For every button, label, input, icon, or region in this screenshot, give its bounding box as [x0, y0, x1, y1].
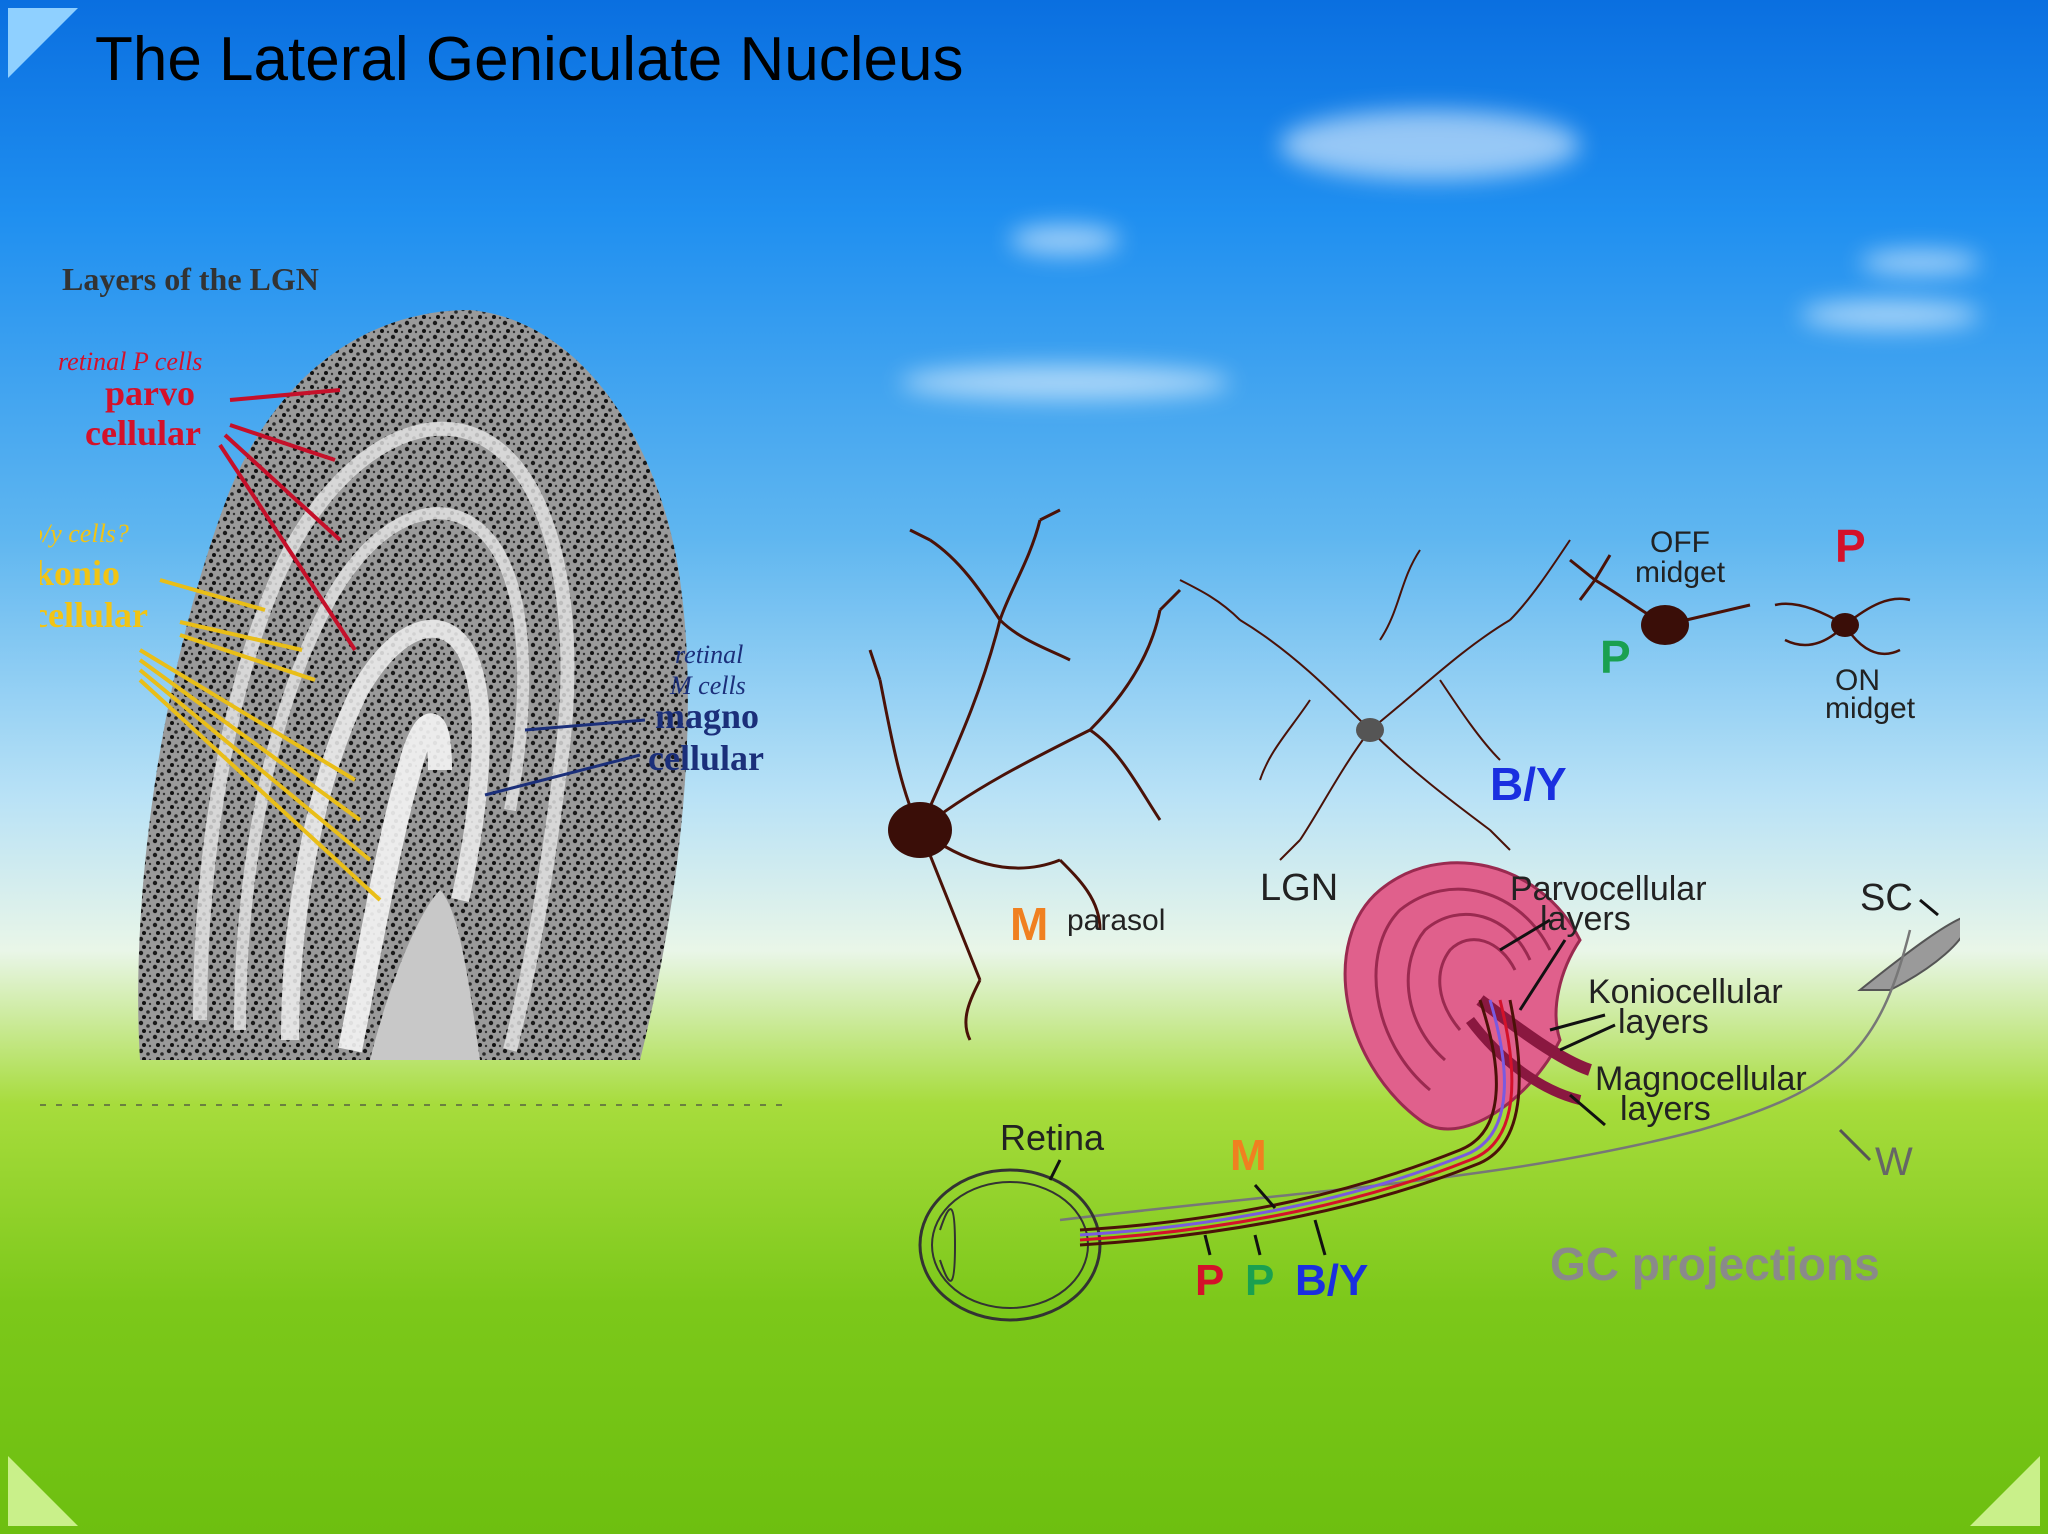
p-green-label: P	[1600, 631, 1631, 683]
parvo-label-line2: cellular	[85, 413, 201, 453]
retina-arrow	[1048, 1159, 1062, 1181]
cloud	[1860, 250, 1980, 275]
lgn-label: LGN	[1260, 867, 1338, 909]
layer-band	[281, 619, 490, 1041]
konio-label-line2: cellular	[40, 595, 148, 635]
cloud	[900, 365, 1230, 400]
off-midget-soma	[1641, 605, 1689, 645]
cloud	[1800, 300, 1980, 330]
corner-triangle-top-left	[8, 8, 78, 78]
magno-label-line2: cellular	[648, 738, 764, 778]
konio-arrows	[1549, 1013, 1616, 1052]
konio-label-line1: konio	[40, 553, 120, 593]
by-cell	[1179, 539, 1571, 861]
parvo-arrows	[1499, 918, 1567, 1011]
layer-band	[234, 507, 530, 1031]
off-midget-label-line1: OFF	[1650, 526, 1710, 559]
by-soma	[1356, 718, 1384, 742]
gc-projections-figure: M parasol B/Y OFF midget P P ON midget L…	[868, 508, 1960, 1322]
parvo-layers-label-line2: layers	[1540, 900, 1631, 938]
sc-arrow	[1919, 898, 1939, 917]
corner-triangle-bottom-right	[1970, 1456, 2040, 1526]
on-midget-soma	[1831, 613, 1859, 637]
parasol-soma	[888, 802, 952, 858]
konio-layers-label-line2: layers	[1618, 1003, 1709, 1041]
superior-colliculus	[1857, 917, 1960, 991]
w-pathway	[1059, 929, 1912, 1222]
konio-arrows	[138, 578, 382, 902]
on-midget-label-line1: ON	[1835, 664, 1880, 697]
lgn-heading: Layers of the LGN	[62, 261, 319, 297]
magno-arrow	[1569, 1093, 1606, 1127]
retinal-m-label-line1: retinal	[675, 640, 743, 669]
m-path-arrow	[1253, 1184, 1277, 1209]
lgn-layers-figure: Layers of the LGN retinal P cells parvo …	[40, 261, 790, 1106]
retina-label: Retina	[1000, 1117, 1105, 1158]
by-cells-label: b/y cells?	[40, 519, 129, 548]
w-label: W	[1875, 1140, 1913, 1184]
p-red-label: P	[1835, 520, 1866, 572]
on-midget-label-line2: midget	[1825, 692, 1916, 725]
p-green-path-label: P	[1245, 1256, 1274, 1305]
cloud	[1010, 225, 1120, 255]
m-parasol-letter: M	[1010, 898, 1048, 950]
lgn-structure	[1343, 861, 1593, 1131]
w-arrow	[1838, 1128, 1872, 1162]
m-path-label: M	[1230, 1131, 1267, 1180]
layer-band	[338, 713, 452, 1053]
magno-layers-label-line1: Magnocellular	[1595, 1060, 1807, 1098]
gc-projections-label: GC projections	[1550, 1238, 1880, 1290]
slide-title: The Lateral Geniculate Nucleus	[95, 25, 964, 94]
magno-label-line1: magno	[655, 696, 759, 736]
hilum	[370, 890, 480, 1060]
retina-eye	[918, 1168, 1102, 1322]
retinal-m-label-line2: M cells	[669, 671, 746, 700]
on-midget-cell	[1774, 597, 1911, 656]
corner-triangle-bottom-left	[8, 1456, 78, 1526]
konio-layers-label-line1: Koniocellular	[1588, 973, 1783, 1011]
magno-arrows	[484, 718, 646, 797]
optic-bundle	[1079, 999, 1521, 1247]
off-midget-cell	[1569, 554, 1751, 627]
p-red-path-label: P	[1195, 1256, 1224, 1305]
parasol-label: parasol	[1067, 904, 1165, 937]
layer-band	[193, 421, 575, 1052]
parvo-layers-label-line1: Parvocellular	[1510, 870, 1707, 908]
path-arrows	[1203, 1219, 1327, 1256]
by-cell-label: B/Y	[1490, 758, 1567, 810]
retinal-p-label: retinal P cells	[58, 347, 202, 376]
parasol-cell	[868, 508, 1182, 1041]
magno-layers-label-line2: layers	[1620, 1090, 1711, 1128]
by-path-label: B/Y	[1295, 1256, 1368, 1305]
cloud	[1280, 110, 1580, 180]
sc-label: SC	[1860, 877, 1913, 919]
off-midget-label-line2: midget	[1635, 556, 1726, 589]
parvo-arrows	[218, 388, 357, 652]
parvo-label-line1: parvo	[105, 373, 195, 413]
